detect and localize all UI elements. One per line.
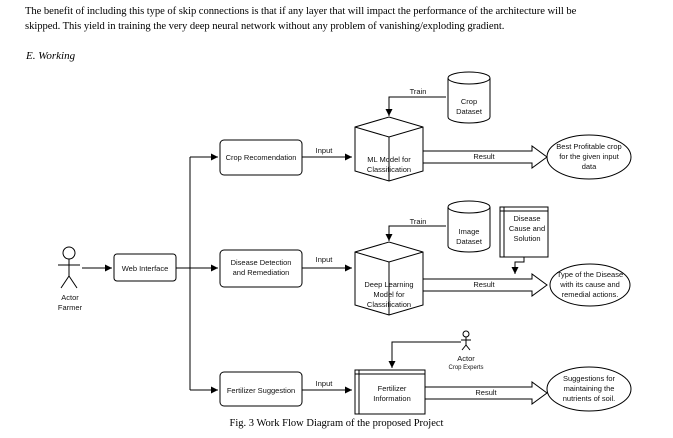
image-dataset-cylinder [447, 200, 491, 253]
output-fertilizer-label-3: nutrients of soil. [563, 394, 616, 403]
disease-detection-label-1: Disease Detection [231, 258, 292, 267]
crop-dataset-label-2: Dataset [456, 107, 483, 116]
actor-farmer-role: Farmer [58, 303, 83, 312]
input-label-crop: Input [316, 146, 334, 155]
paragraph-line-2: skipped. This yield in training the very… [25, 21, 505, 32]
fertilizer-info-box [354, 369, 426, 415]
disease-cause-label-3: Solution [513, 234, 540, 243]
output-crop-label-2: for the given input [559, 152, 620, 161]
input-label-disease: Input [316, 255, 334, 264]
actor-crop-experts-role: Crop Experts [448, 365, 483, 371]
image-dataset-label-1: Image [459, 227, 480, 236]
body-paragraph: The benefit of including this type of sk… [25, 4, 655, 34]
ml-model-label-2: Classification [367, 165, 411, 174]
section-heading: E. Working [26, 50, 76, 62]
output-crop-label-1: Best Profitable crop [556, 142, 621, 151]
fertilizer-suggestion-box [219, 371, 303, 407]
dl-model-cube [354, 241, 424, 316]
output-disease-label-1: Type of the Disease [557, 270, 623, 279]
fertilizer-suggestion-label: Fertilizer Suggestion [227, 386, 295, 395]
result-arrow-disease [422, 273, 548, 297]
dl-model-label-1: Deep Learning [364, 280, 413, 289]
actor-crop-experts [461, 330, 471, 351]
actor-crop-experts-label: Actor [457, 354, 475, 363]
result-label-fertilizer: Result [475, 388, 497, 397]
result-label-disease: Result [473, 280, 495, 289]
disease-detection-label-2: and Remediation [233, 268, 290, 277]
figure-caption: Fig. 3 Work Flow Diagram of the proposed… [229, 418, 444, 429]
disease-cause-label-1: Disease [513, 214, 540, 223]
output-fertilizer-ellipse [546, 366, 632, 412]
ml-model-cube [354, 116, 424, 182]
result-arrow-crop [422, 145, 548, 169]
train-label-image: Train [410, 217, 427, 226]
paragraph-line-1: The benefit of including this type of sk… [25, 6, 577, 17]
dl-model-label-2: Model for [373, 290, 405, 299]
output-disease-label-2: with its cause and [559, 280, 620, 289]
web-interface-label: Web Interface [122, 264, 169, 273]
input-label-fertilizer: Input [316, 379, 334, 388]
result-arrow-fertilizer [424, 381, 548, 405]
disease-cause-label-2: Cause and [509, 224, 545, 233]
output-fertilizer-label-1: Suggestions for [563, 374, 616, 383]
dl-model-label-3: Classification [367, 300, 411, 309]
fertilizer-info-label-1: Fertilizer [378, 384, 407, 393]
fertilizer-info-label-2: Information [373, 394, 411, 403]
image-dataset-label-2: Dataset [456, 237, 483, 246]
output-fertilizer-label-2: maintaining the [564, 384, 615, 393]
result-label-crop: Result [473, 152, 495, 161]
crop-dataset-cylinder [447, 71, 491, 124]
output-crop-ellipse [546, 134, 632, 180]
output-crop-label-3: data [582, 162, 597, 171]
output-disease-ellipse [549, 263, 631, 307]
crop-dataset-label-1: Crop [461, 97, 477, 106]
ml-model-label-1: ML Model for [367, 155, 411, 164]
output-disease-label-3: remedial actions. [562, 290, 619, 299]
actor-farmer-label: Actor [61, 293, 79, 302]
disease-cause-box [499, 206, 549, 258]
actor-farmer [58, 246, 80, 289]
train-label-crop: Train [410, 87, 427, 96]
crop-recommendation-label: Crop Recomendation [226, 153, 297, 162]
